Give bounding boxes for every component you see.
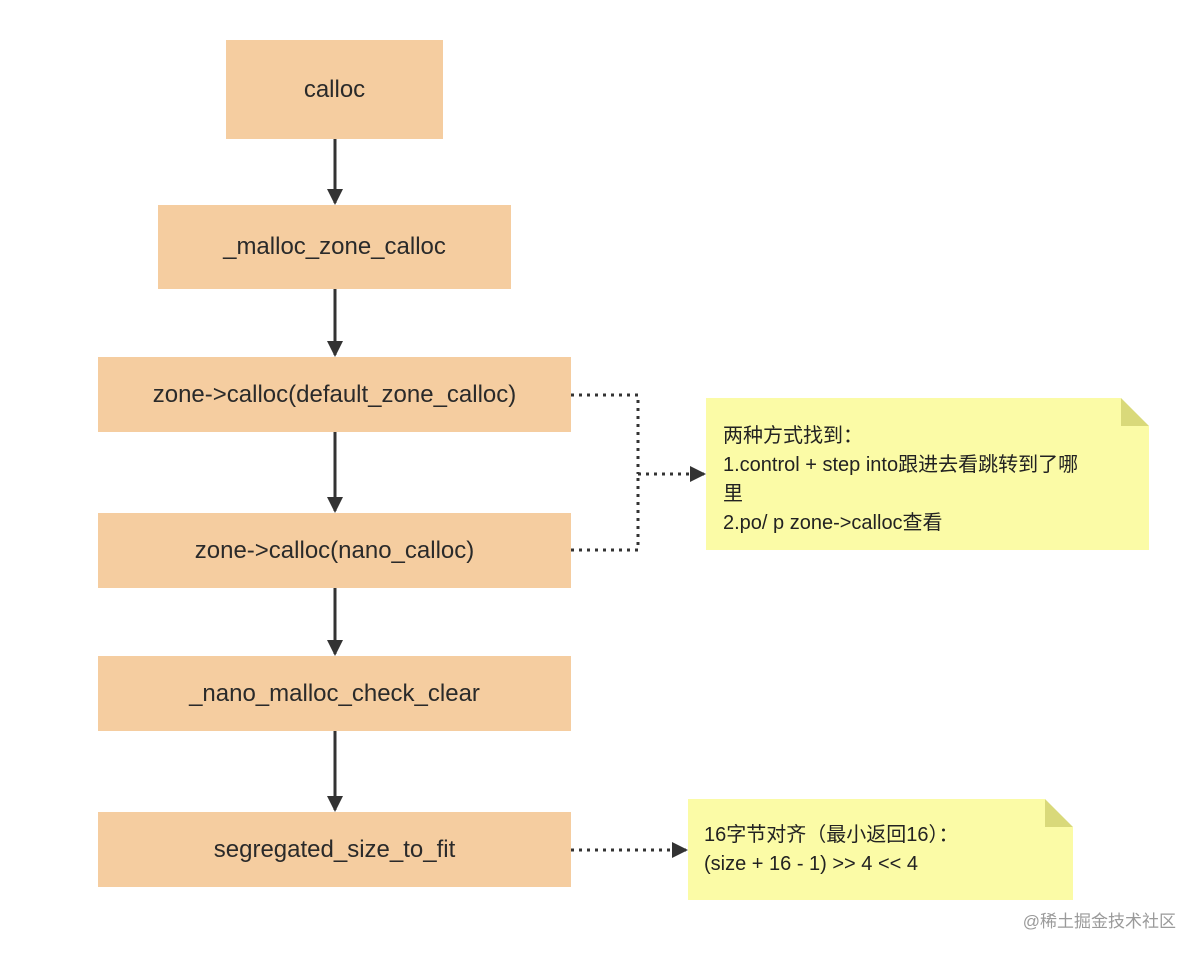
node-label: _malloc_zone_calloc [223, 233, 446, 260]
node-calloc: calloc [226, 40, 443, 139]
node-nano-calloc: zone->calloc(nano_calloc) [98, 513, 571, 588]
sticky-note-find-methods: 两种方式找到： 1.control + step into跟进去看跳转到了哪 里… [706, 398, 1149, 550]
note-fold-corner [1121, 398, 1149, 426]
note-line: 里 [723, 483, 743, 505]
node-default-zone-calloc: zone->calloc(default_zone_calloc) [98, 357, 571, 432]
note-line: 2.po/ p zone->calloc查看 [723, 512, 943, 534]
note-line: (size + 16 - 1) >> 4 << 4 [704, 853, 919, 875]
dotted-connector-default-zone-calloc [571, 393, 640, 474]
note-line: 两种方式找到： [723, 425, 863, 447]
node-nano-malloc-check-clear: _nano_malloc_check_clear [98, 656, 571, 731]
dotted-connector-nano-calloc [571, 474, 640, 552]
node-label: _nano_malloc_check_clear [189, 679, 480, 707]
watermark: @稀土掘金技术社区 [1022, 912, 1176, 931]
node-malloc-zone-calloc: _malloc_zone_calloc [158, 205, 511, 289]
note-fold-corner [1045, 799, 1073, 827]
note-line: 16字节对齐（最小返回16）： [704, 824, 959, 846]
node-label: segregated_size_to_fit [213, 835, 456, 863]
node-label: zone->calloc(default_zone_calloc) [152, 380, 517, 408]
node-segregated-size-to-fit: segregated_size_to_fit [98, 812, 571, 887]
node-label: calloc [303, 75, 366, 103]
sticky-note-alignment: 16字节对齐（最小返回16）： (size + 16 - 1) >> 4 << … [688, 799, 1073, 900]
note-line: 1.control + step into跟进去看跳转到了哪 [723, 454, 1079, 476]
node-label: zone->calloc(nano_calloc) [194, 536, 475, 564]
